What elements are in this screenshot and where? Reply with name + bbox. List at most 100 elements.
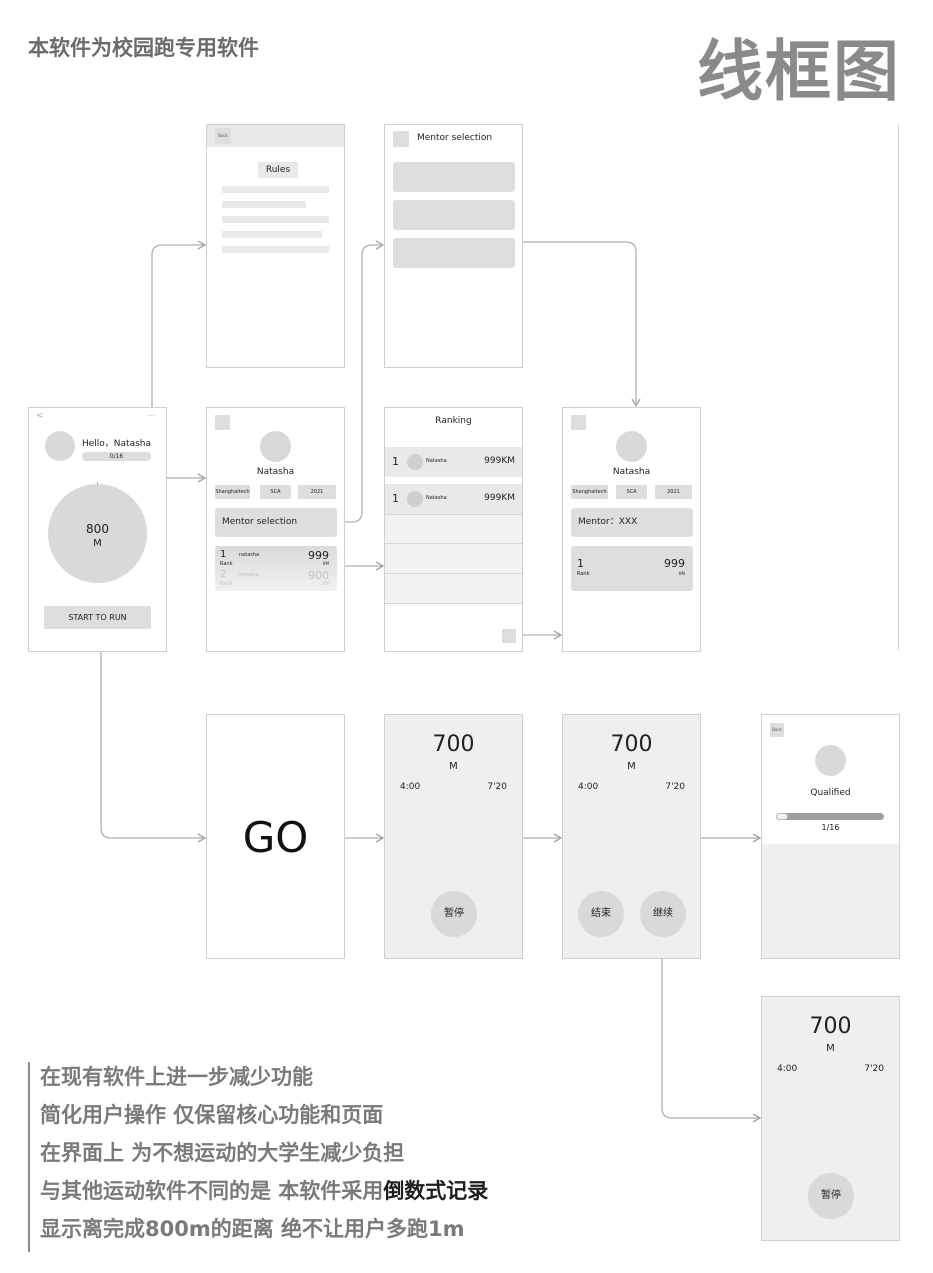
arrow-resume-to-run (661, 936, 762, 1123)
ranking-row[interactable]: 1 Natasha 999KM (385, 447, 522, 477)
back-icon[interactable]: < (36, 411, 44, 421)
elapsed-time: 4:00 (777, 1064, 798, 1074)
pace: 7'20 (487, 782, 507, 792)
ranking-row-empty (385, 574, 522, 604)
mentor-selection-title: Mentor selection (417, 133, 493, 143)
row-value: 999KM (484, 493, 515, 503)
ranking-title: Ranking (435, 416, 472, 426)
ranking-row-empty (385, 514, 522, 544)
pause-button[interactable]: 暂停 (808, 1173, 854, 1219)
arrow-home-to-rules (151, 240, 207, 407)
rank-label: Rank (220, 561, 233, 567)
profile-mentor-screen: Natasha Shanghaitech SCA 2021 Mentor：XXX… (562, 407, 701, 652)
ranking-row-empty (385, 544, 522, 574)
ranking-screen: Ranking 1 Natasha 999KM 1 Natasha 999KM (384, 407, 523, 652)
rank-label: Rank (220, 581, 233, 587)
arrow-selection-to-profile2 (522, 241, 641, 408)
note-emphasis: 倒数式记录 (383, 1179, 489, 1203)
rank-user: natasha (239, 552, 260, 558)
row-avatar (407, 491, 423, 507)
distance-dial (48, 484, 147, 583)
rules-text-line (222, 246, 329, 253)
distance-value: 800 (86, 522, 109, 536)
profile-name: Natasha (612, 467, 651, 477)
rules-title: Rules (258, 162, 298, 178)
go-screen: GO (206, 714, 345, 959)
rules-screen: Back Rules (206, 124, 345, 368)
result-progress-track (776, 813, 884, 820)
back-button[interactable]: Back (215, 128, 231, 144)
more-icon[interactable]: ... (147, 409, 155, 418)
note-line: 与其他运动软件不同的是 本软件采用倒数式记录 (40, 1176, 488, 1214)
row-rank: 1 (392, 492, 399, 505)
rank-unit: KM (322, 581, 329, 586)
profile-link-icon[interactable] (502, 629, 516, 643)
pause-button[interactable]: 暂停 (431, 891, 477, 937)
tag-college: SCA (260, 485, 291, 499)
pace: 7'20 (665, 782, 685, 792)
rank-value: 999 (308, 549, 329, 562)
result-progress-text: 1/16 (821, 823, 840, 832)
avatar (260, 431, 291, 462)
rank-unit: KM (322, 561, 329, 566)
avatar[interactable] (45, 431, 75, 461)
tag-school: Shanghaitech (215, 485, 250, 499)
result-progress-fill (776, 813, 788, 820)
running-screen: 700 M 4:00 7'20 暂停 (384, 714, 523, 959)
rank-unit: KM (678, 571, 685, 576)
back-icon[interactable] (571, 415, 586, 430)
mentor-display: Mentor：XXX (571, 508, 693, 537)
mentor-selection-button[interactable]: Mentor selection (215, 508, 337, 537)
rules-text-line (222, 231, 322, 238)
tag-year: 2021 (655, 485, 692, 499)
row-avatar (407, 454, 423, 470)
note-text: 与其他运动软件不同的是 本软件采用 (40, 1179, 384, 1203)
avatar (616, 431, 647, 462)
distance-unit: M (627, 761, 636, 772)
rules-text-line (222, 186, 329, 193)
row-name: Natasha (426, 495, 447, 501)
go-label: GO (242, 813, 309, 862)
rank-card[interactable]: 1 Rank natasha 999 KM 2 Rank aishaha 900… (215, 546, 337, 591)
arrow-mentor-to-selection (337, 240, 385, 523)
resume-button[interactable]: 继续 (640, 891, 686, 937)
rank-value: 999 (664, 557, 685, 570)
arrow-start-to-go (100, 630, 207, 843)
elapsed-time: 4:00 (400, 782, 421, 792)
page-title: 本软件为校园跑专用软件 (28, 36, 259, 60)
resumed-running-screen: 700 M 4:00 7'20 暂停 (761, 996, 900, 1241)
result-status: Qualified (810, 788, 851, 798)
row-value: 999KM (484, 456, 515, 466)
back-icon[interactable] (393, 131, 409, 147)
result-lower-panel (762, 844, 899, 958)
mentor-option[interactable] (393, 162, 515, 192)
paused-screen: 700 M 4:00 7'20 结束 继续 (562, 714, 701, 959)
start-run-button[interactable]: START TO RUN (44, 606, 151, 629)
note-line: 在界面上 为不想运动的大学生减少负担 (40, 1141, 405, 1165)
note-line: 在现有软件上进一步减少功能 (40, 1065, 313, 1089)
rank-user: aishaha (239, 572, 259, 578)
greeting: Hello，Natasha (82, 439, 152, 449)
rules-text-line (222, 201, 306, 208)
rank-card[interactable]: 1 Rank 999 KM (571, 546, 693, 591)
rank-number: 1 (577, 557, 584, 570)
rules-text-line (222, 216, 329, 223)
profile-screen: Natasha Shanghaitech SCA 2021 Mentor sel… (206, 407, 345, 652)
remaining-distance: 700 (809, 1014, 852, 1039)
right-divider (898, 125, 899, 650)
avatar (815, 745, 846, 776)
remaining-distance: 700 (610, 732, 653, 757)
back-button[interactable]: Back (770, 723, 784, 737)
end-button[interactable]: 结束 (578, 891, 624, 937)
distance-unit: M (449, 761, 458, 772)
ranking-row[interactable]: 1 Natasha 999KM (385, 484, 522, 514)
tag-year: 2021 (298, 485, 336, 499)
profile-name: Natasha (256, 467, 295, 477)
design-notes: 在现有软件上进一步减少功能 简化用户操作 仅保留核心功能和页面 在界面上 为不想… (28, 1062, 488, 1252)
mentor-option[interactable] (393, 200, 515, 230)
distance-unit: M (826, 1043, 835, 1054)
note-line: 显示离完成800m的距离 绝不让用户多跑1m (40, 1217, 465, 1241)
back-icon[interactable] (215, 415, 230, 430)
mentor-option[interactable] (393, 238, 515, 268)
